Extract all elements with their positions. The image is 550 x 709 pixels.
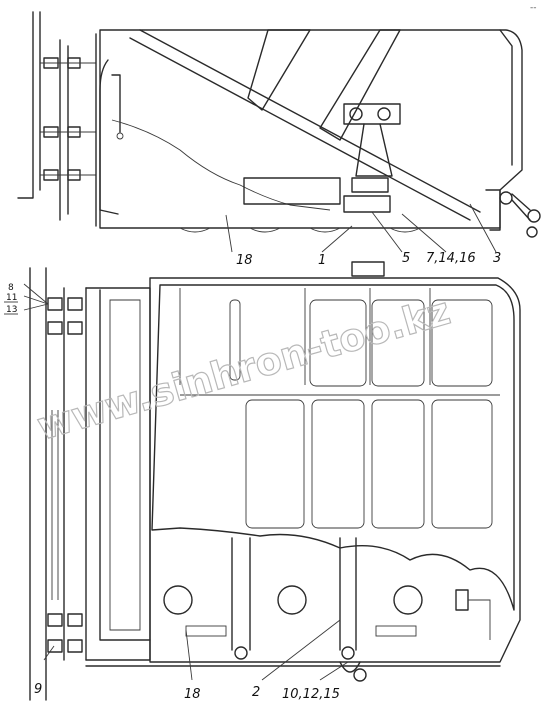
key-head bbox=[526, 226, 538, 238]
tray-side-rib bbox=[109, 299, 141, 631]
callout-3: 3 bbox=[493, 251, 501, 266]
callout-11: 11 bbox=[6, 293, 17, 303]
lock-cylinder bbox=[499, 191, 513, 205]
leader-9 bbox=[43, 645, 55, 661]
leader-18-top bbox=[225, 214, 233, 253]
leader-10-12-15 bbox=[319, 661, 349, 681]
frame-rail bbox=[17, 11, 41, 199]
battery-box-outline bbox=[99, 29, 523, 229]
leader-2 bbox=[261, 619, 341, 681]
cell-label-right bbox=[375, 625, 417, 637]
lid-brace-1 bbox=[247, 29, 311, 111]
battery-cap-3 bbox=[393, 585, 423, 615]
top-view: 18 1 5 7,14,16 3 bbox=[17, 11, 541, 268]
box-skids bbox=[179, 227, 421, 233]
strap-pivot-right bbox=[341, 646, 355, 660]
callout-8: 8 bbox=[8, 283, 14, 293]
callout-13: 13 bbox=[6, 305, 17, 315]
bracket-bolts-bottom bbox=[47, 297, 83, 653]
corner-mark: -- bbox=[530, 3, 537, 13]
callout-5: 5 bbox=[402, 251, 410, 266]
callout-18-top: 18 bbox=[236, 253, 253, 268]
lid-panel bbox=[151, 284, 515, 611]
leader-1 bbox=[321, 225, 353, 253]
clamp-strap bbox=[99, 59, 119, 215]
cutaway-line bbox=[111, 119, 331, 211]
tray-lock-rod bbox=[468, 599, 491, 640]
cell-label-left bbox=[185, 625, 227, 637]
lid-diagonal-lower bbox=[129, 37, 471, 221]
clamp-rod bbox=[111, 74, 121, 133]
hold-down-strap-right bbox=[339, 537, 357, 651]
battery-cap-2 bbox=[277, 585, 307, 615]
key-shaft bbox=[511, 193, 531, 221]
clamp-eye-right bbox=[377, 107, 391, 121]
hold-down-strap-left bbox=[231, 537, 251, 651]
lid-diagonal bbox=[139, 29, 481, 213]
tensioner-wingnut bbox=[353, 668, 367, 682]
key-ring bbox=[527, 209, 541, 223]
terminal-clamp-plate bbox=[343, 103, 401, 125]
battery-tray-outline bbox=[149, 277, 521, 663]
callout-9: 9 bbox=[34, 682, 42, 697]
tray-lock bbox=[455, 589, 469, 611]
watermark: www.sinhron-too.kz bbox=[32, 289, 455, 449]
lid-ribs bbox=[179, 288, 500, 529]
clamp-pin bbox=[116, 132, 124, 140]
callout-10-12-15: 10,12,15 bbox=[282, 687, 340, 702]
leader-3 bbox=[469, 203, 497, 253]
leader-7-14-16 bbox=[401, 213, 447, 253]
lid-brace-2 bbox=[319, 29, 401, 141]
battery-cap-1 bbox=[163, 585, 193, 615]
clamp-eye-left bbox=[349, 107, 363, 121]
lock-housing bbox=[485, 189, 501, 231]
tensioner-nut bbox=[339, 661, 361, 673]
battery-block bbox=[243, 177, 341, 205]
leader-18-bottom bbox=[185, 629, 193, 681]
bracket-bolts-top bbox=[40, 57, 96, 181]
support-bracket bbox=[63, 287, 87, 661]
callout-1: 1 bbox=[318, 253, 326, 268]
top-edge-clamp bbox=[351, 261, 385, 277]
strap-pivot-left bbox=[234, 646, 248, 660]
lid-edge-right bbox=[499, 29, 513, 166]
frame-member bbox=[29, 267, 47, 701]
hold-down-foot bbox=[343, 195, 391, 213]
callout-2: 2 bbox=[252, 685, 260, 700]
hold-down-post bbox=[355, 123, 393, 177]
callout-18-bottom: 18 bbox=[184, 687, 201, 702]
hold-down-nut bbox=[351, 177, 389, 193]
leader-5 bbox=[371, 211, 403, 253]
tray-side-wall bbox=[99, 289, 151, 641]
frame-inner-line bbox=[51, 410, 59, 600]
leader-8-11-13 bbox=[23, 283, 49, 311]
bottom-view: 8 11 13 9 18 2 10,12,15 bbox=[4, 261, 521, 702]
callout-7-14-16: 7,14,16 bbox=[426, 251, 476, 266]
mounting-bracket bbox=[59, 39, 69, 221]
